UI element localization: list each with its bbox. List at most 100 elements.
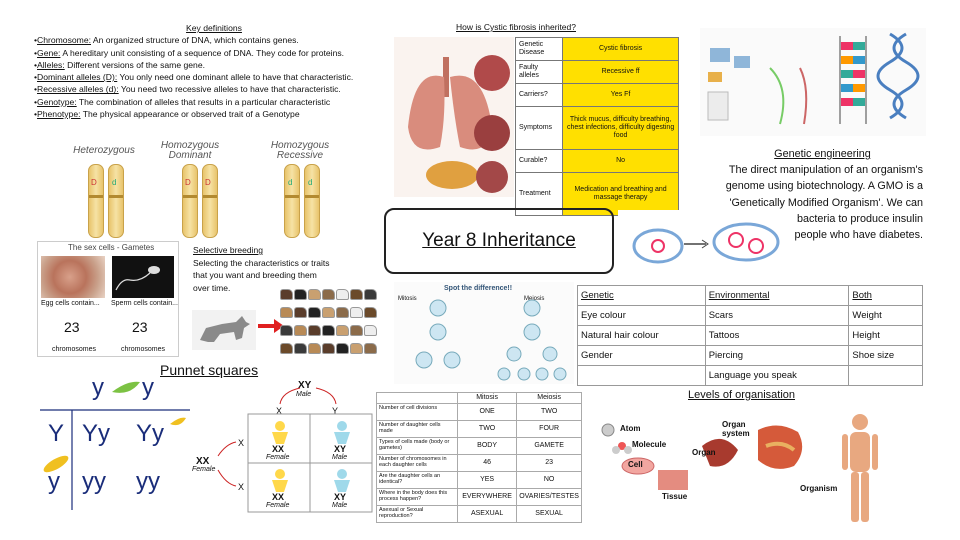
child-figure-icon: [334, 421, 350, 444]
table-cell: Natural hair colour: [577, 325, 706, 346]
cystic-fibrosis-title: How is Cystic fibrosis inherited?: [456, 22, 576, 32]
offspring-sex: Female: [266, 454, 290, 461]
table-cell: Are the daughter cells an identical?: [376, 471, 458, 489]
inheritance-arrows: [217, 387, 373, 513]
ladder: [839, 36, 867, 124]
level-label-organism: Organism: [800, 484, 838, 493]
dog-icon: [322, 289, 335, 300]
level-label-organ-system: Organ system: [722, 420, 750, 438]
row-value: No: [562, 149, 679, 173]
father-gamete: X: [276, 406, 283, 416]
spot-difference-title: Spot the difference!!: [444, 285, 513, 292]
dog-icon: [280, 325, 293, 336]
table-cell: Number of cell divisions: [376, 403, 458, 421]
chromosome: [202, 164, 218, 238]
definition-text: Different versions of the same gene.: [64, 59, 206, 70]
mother-genotype: XX: [196, 456, 210, 467]
definition-text: The combination of alleles that results …: [76, 96, 331, 107]
table-cell: Tattoos: [704, 325, 850, 346]
dog-icon: [308, 289, 321, 300]
row-value: Thick mucus, difficulty breathing, chest…: [562, 106, 679, 150]
bullet: •: [34, 47, 38, 58]
allele-label: D: [91, 178, 97, 187]
mother-gamete: X: [238, 482, 245, 492]
table-cell: Piercing: [704, 345, 850, 366]
dog-icon: [308, 307, 321, 318]
egg-unit: chromosomes: [52, 346, 96, 353]
levels-title: Levels of organisation: [688, 389, 796, 401]
row-value: Medication and breathing and massage the…: [562, 172, 679, 216]
table-cell: NO: [516, 471, 582, 489]
sex-inheritance-diagram: XY Male XX Female X Y X X XX Female XY M…: [190, 380, 374, 514]
table-cell: Scars: [704, 305, 850, 326]
egg-label: Egg cells contain...: [41, 300, 100, 307]
definition-term: Recessive alleles (d):: [37, 84, 119, 95]
sex-cells-panel: The sex cells - Gametes Egg cells contai…: [37, 241, 179, 357]
dog-icon: [336, 307, 349, 318]
column-header: Meiosis: [516, 392, 582, 404]
dog-icon: [364, 325, 377, 336]
table-row: Language you speak: [577, 365, 923, 386]
table-cell: Types of cells made (body or gametes): [376, 437, 458, 455]
offspring-genotype: XX: [272, 492, 285, 502]
definition-item: •Recessive alleles (d): You need two rec…: [34, 83, 394, 95]
table-cell: [848, 365, 923, 386]
heterozygous-label: Heterozygous: [73, 145, 135, 156]
levels-diagram: Atom Molecule Cell Tissue Organ Organ sy…: [598, 410, 888, 526]
zygosity-panel: Heterozygous Homozygous Dominant Homozyg…: [64, 138, 356, 238]
row-value: Yes Ff: [562, 83, 679, 107]
dog-icon: [322, 343, 335, 354]
key-definitions-list: •Chromosome: An organized structure of D…: [34, 34, 394, 120]
definition-item: •Dominant alleles (D): You only need one…: [34, 71, 394, 83]
table-cell: 46: [456, 454, 518, 472]
definition-term: Phenotype:: [37, 109, 81, 120]
father-gamete: Y: [332, 406, 339, 416]
key-definitions: Key definitions •Chromosome: An organize…: [34, 22, 394, 120]
dog-icon: [294, 307, 307, 318]
dog-icon: [308, 343, 321, 354]
arrow-icon: [258, 319, 284, 333]
table-cell: 23: [516, 454, 582, 472]
pea-pod-icon: [112, 381, 140, 393]
bullet: •: [34, 96, 38, 107]
father-genotype: XY: [298, 380, 312, 391]
table-cell: ASEXUAL: [456, 505, 518, 523]
table-cell: EVERYWHERE: [456, 488, 518, 506]
dog-icon: [294, 289, 307, 300]
sex-cells-title: The sex cells - Gametes: [68, 243, 155, 252]
table-cell: SEXUAL: [516, 505, 582, 523]
allele-label: d: [308, 178, 313, 187]
selective-breeding: Selective breeding Selecting the charact…: [193, 244, 333, 294]
dog-icon: [350, 307, 363, 318]
row-label: Genetic Disease: [514, 37, 564, 61]
chromosome: [88, 164, 104, 238]
table-cell: Asexual or Sexual reproduction?: [376, 505, 458, 523]
human-body-icon: [842, 414, 878, 522]
table-row: Types of cells made (body or gametes)BOD…: [376, 437, 582, 455]
punnet-grid-lines: [40, 381, 190, 510]
egg-cell-image: [41, 256, 105, 298]
organ-system-icon: [758, 425, 803, 469]
dog-icon: [364, 289, 377, 300]
punnet-cell: Yy: [82, 420, 111, 447]
homozygous-dominant-label: Homozygous Dominant: [160, 140, 220, 161]
column-allele: y: [92, 374, 104, 401]
cell-icon: [621, 457, 655, 475]
column-header: Both: [848, 285, 923, 306]
mitosis-label: Mitosis: [398, 296, 417, 302]
row-value: Cystic fibrosis: [562, 37, 679, 61]
table-cell: Gender: [577, 345, 706, 366]
definition-term: Dominant alleles (D):: [37, 72, 118, 83]
definition-item: •Genotype: The combination of alleles th…: [34, 96, 394, 108]
table-cell: Shoe size: [848, 345, 923, 366]
page-title: Year 8 Inheritance: [422, 230, 576, 251]
punnet-cell: yy: [82, 468, 106, 495]
dog-icon: [280, 343, 293, 354]
definition-text: You only need one dominant allele to hav…: [117, 72, 354, 83]
pea-pod-icon: [170, 417, 186, 426]
